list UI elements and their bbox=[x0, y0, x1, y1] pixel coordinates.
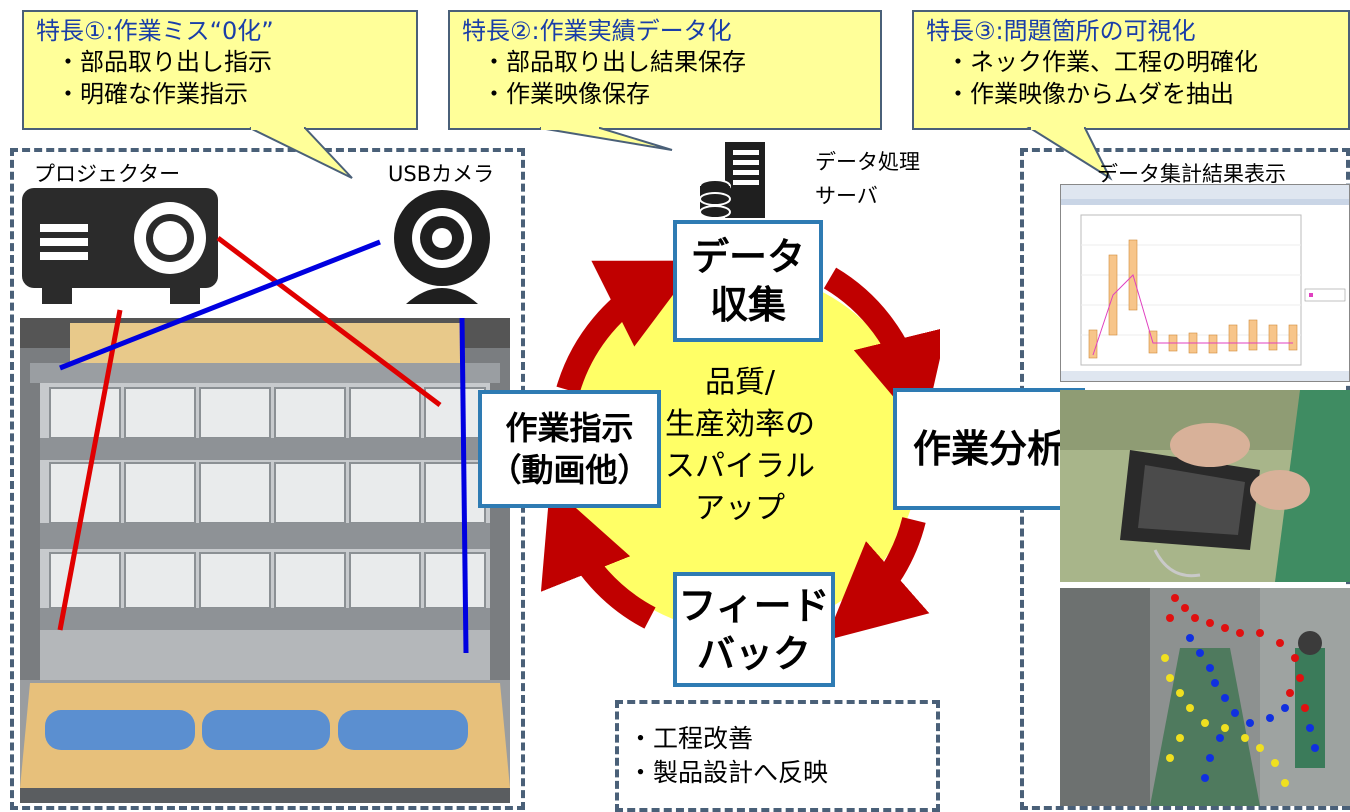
data-collection-box: データ 収集 bbox=[673, 220, 823, 342]
feedback-note: ・工程改善 bbox=[628, 724, 754, 753]
feature3-line: ・作業映像からムダを抽出 bbox=[946, 80, 1234, 108]
motion-tracking-photo bbox=[1060, 588, 1350, 806]
feature1-title: 特長①:作業ミス“0化” bbox=[36, 17, 274, 45]
feature2-title: 特長②:作業実績データ化 bbox=[462, 17, 732, 45]
feature2-line: ・部品取り出し結果保存 bbox=[482, 48, 746, 76]
feedback-line1: フィード bbox=[678, 583, 830, 628]
data-collection-line1: データ bbox=[690, 235, 805, 279]
feedback-line2: バック bbox=[696, 631, 811, 676]
cycle-diagram bbox=[540, 260, 940, 641]
feature2-line: ・作業映像保存 bbox=[482, 80, 650, 108]
feature3-callout: 特長③:問題箇所の可視化 ・ネック作業、工程の明確化 ・作業映像からムダを抽出 bbox=[912, 10, 1350, 130]
server-label: データ処理 bbox=[815, 150, 920, 174]
server-icon bbox=[699, 142, 765, 219]
work-analysis-box: 作業分析 bbox=[893, 388, 1085, 510]
server-label-2: サーバ bbox=[815, 184, 878, 208]
feature2-callout: 特長②:作業実績データ化 ・部品取り出し結果保存 ・作業映像保存 bbox=[448, 10, 882, 130]
work-instruction-line1: 作業指示 bbox=[505, 409, 634, 447]
cycle-center-text: 品質/ 生産効率の スパイラル アップ bbox=[650, 362, 830, 530]
work-analysis-text: 作業分析 bbox=[912, 427, 1065, 471]
data-collection-line2: 収集 bbox=[709, 283, 786, 327]
work-instruction-line2: （動画他） bbox=[489, 451, 650, 489]
work-instruction-box: 作業指示 （動画他） bbox=[478, 390, 661, 508]
feedback-notes-frame bbox=[615, 700, 940, 812]
center-line: 生産効率の bbox=[665, 407, 815, 442]
data-display-label: データ集計結果表示 bbox=[1097, 162, 1286, 186]
feature3-line: ・ネック作業、工程の明確化 bbox=[946, 48, 1258, 76]
projection-lines bbox=[57, 236, 469, 654]
center-line: 品質/ bbox=[704, 365, 776, 400]
center-line: アップ bbox=[695, 491, 785, 526]
projector-icon bbox=[22, 188, 218, 304]
feedback-note: ・製品設計へ反映 bbox=[628, 758, 829, 787]
feature1-line: ・部品取り出し指示 bbox=[56, 48, 272, 76]
callout-tails bbox=[249, 125, 1113, 181]
feedback-notes: ・工程改善 ・製品設計へ反映 bbox=[628, 722, 828, 790]
feature1-callout: 特長①:作業ミス“0化” ・部品取り出し指示 ・明確な作業指示 bbox=[22, 10, 418, 130]
webcam-icon bbox=[394, 190, 490, 304]
center-line: スパイラル bbox=[665, 449, 815, 484]
feature1-line: ・明確な作業指示 bbox=[56, 80, 248, 108]
data-summary-chart-screenshot bbox=[1060, 184, 1350, 382]
work-video-photo bbox=[1060, 390, 1350, 582]
feature3-title: 特長③:問題箇所の可視化 bbox=[926, 17, 1196, 45]
camera-label: USBカメラ bbox=[388, 162, 495, 186]
feedback-box: フィード バック bbox=[673, 572, 835, 687]
projector-label: プロジェクター bbox=[34, 162, 181, 186]
